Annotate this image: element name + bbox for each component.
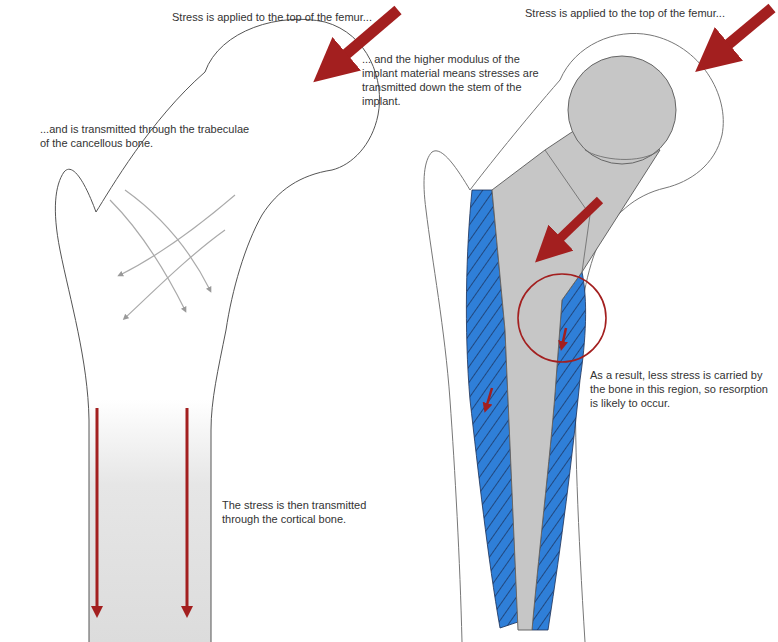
- annotation-text: ...and is transmitted through the trabec…: [40, 122, 255, 150]
- implanted-femur: [424, 8, 772, 642]
- natural-femur: [55, 10, 398, 642]
- annotation-text: As a result, less stress is carried by t…: [590, 368, 770, 410]
- annotation-text: Stress is applied to the top of the femu…: [172, 10, 472, 24]
- annotation-text: ... and the higher modulus of the implan…: [362, 52, 547, 108]
- annotation-text: The stress is then transmitted through t…: [222, 498, 392, 526]
- annotation-text: Stress is applied to the top of the femu…: [525, 6, 770, 20]
